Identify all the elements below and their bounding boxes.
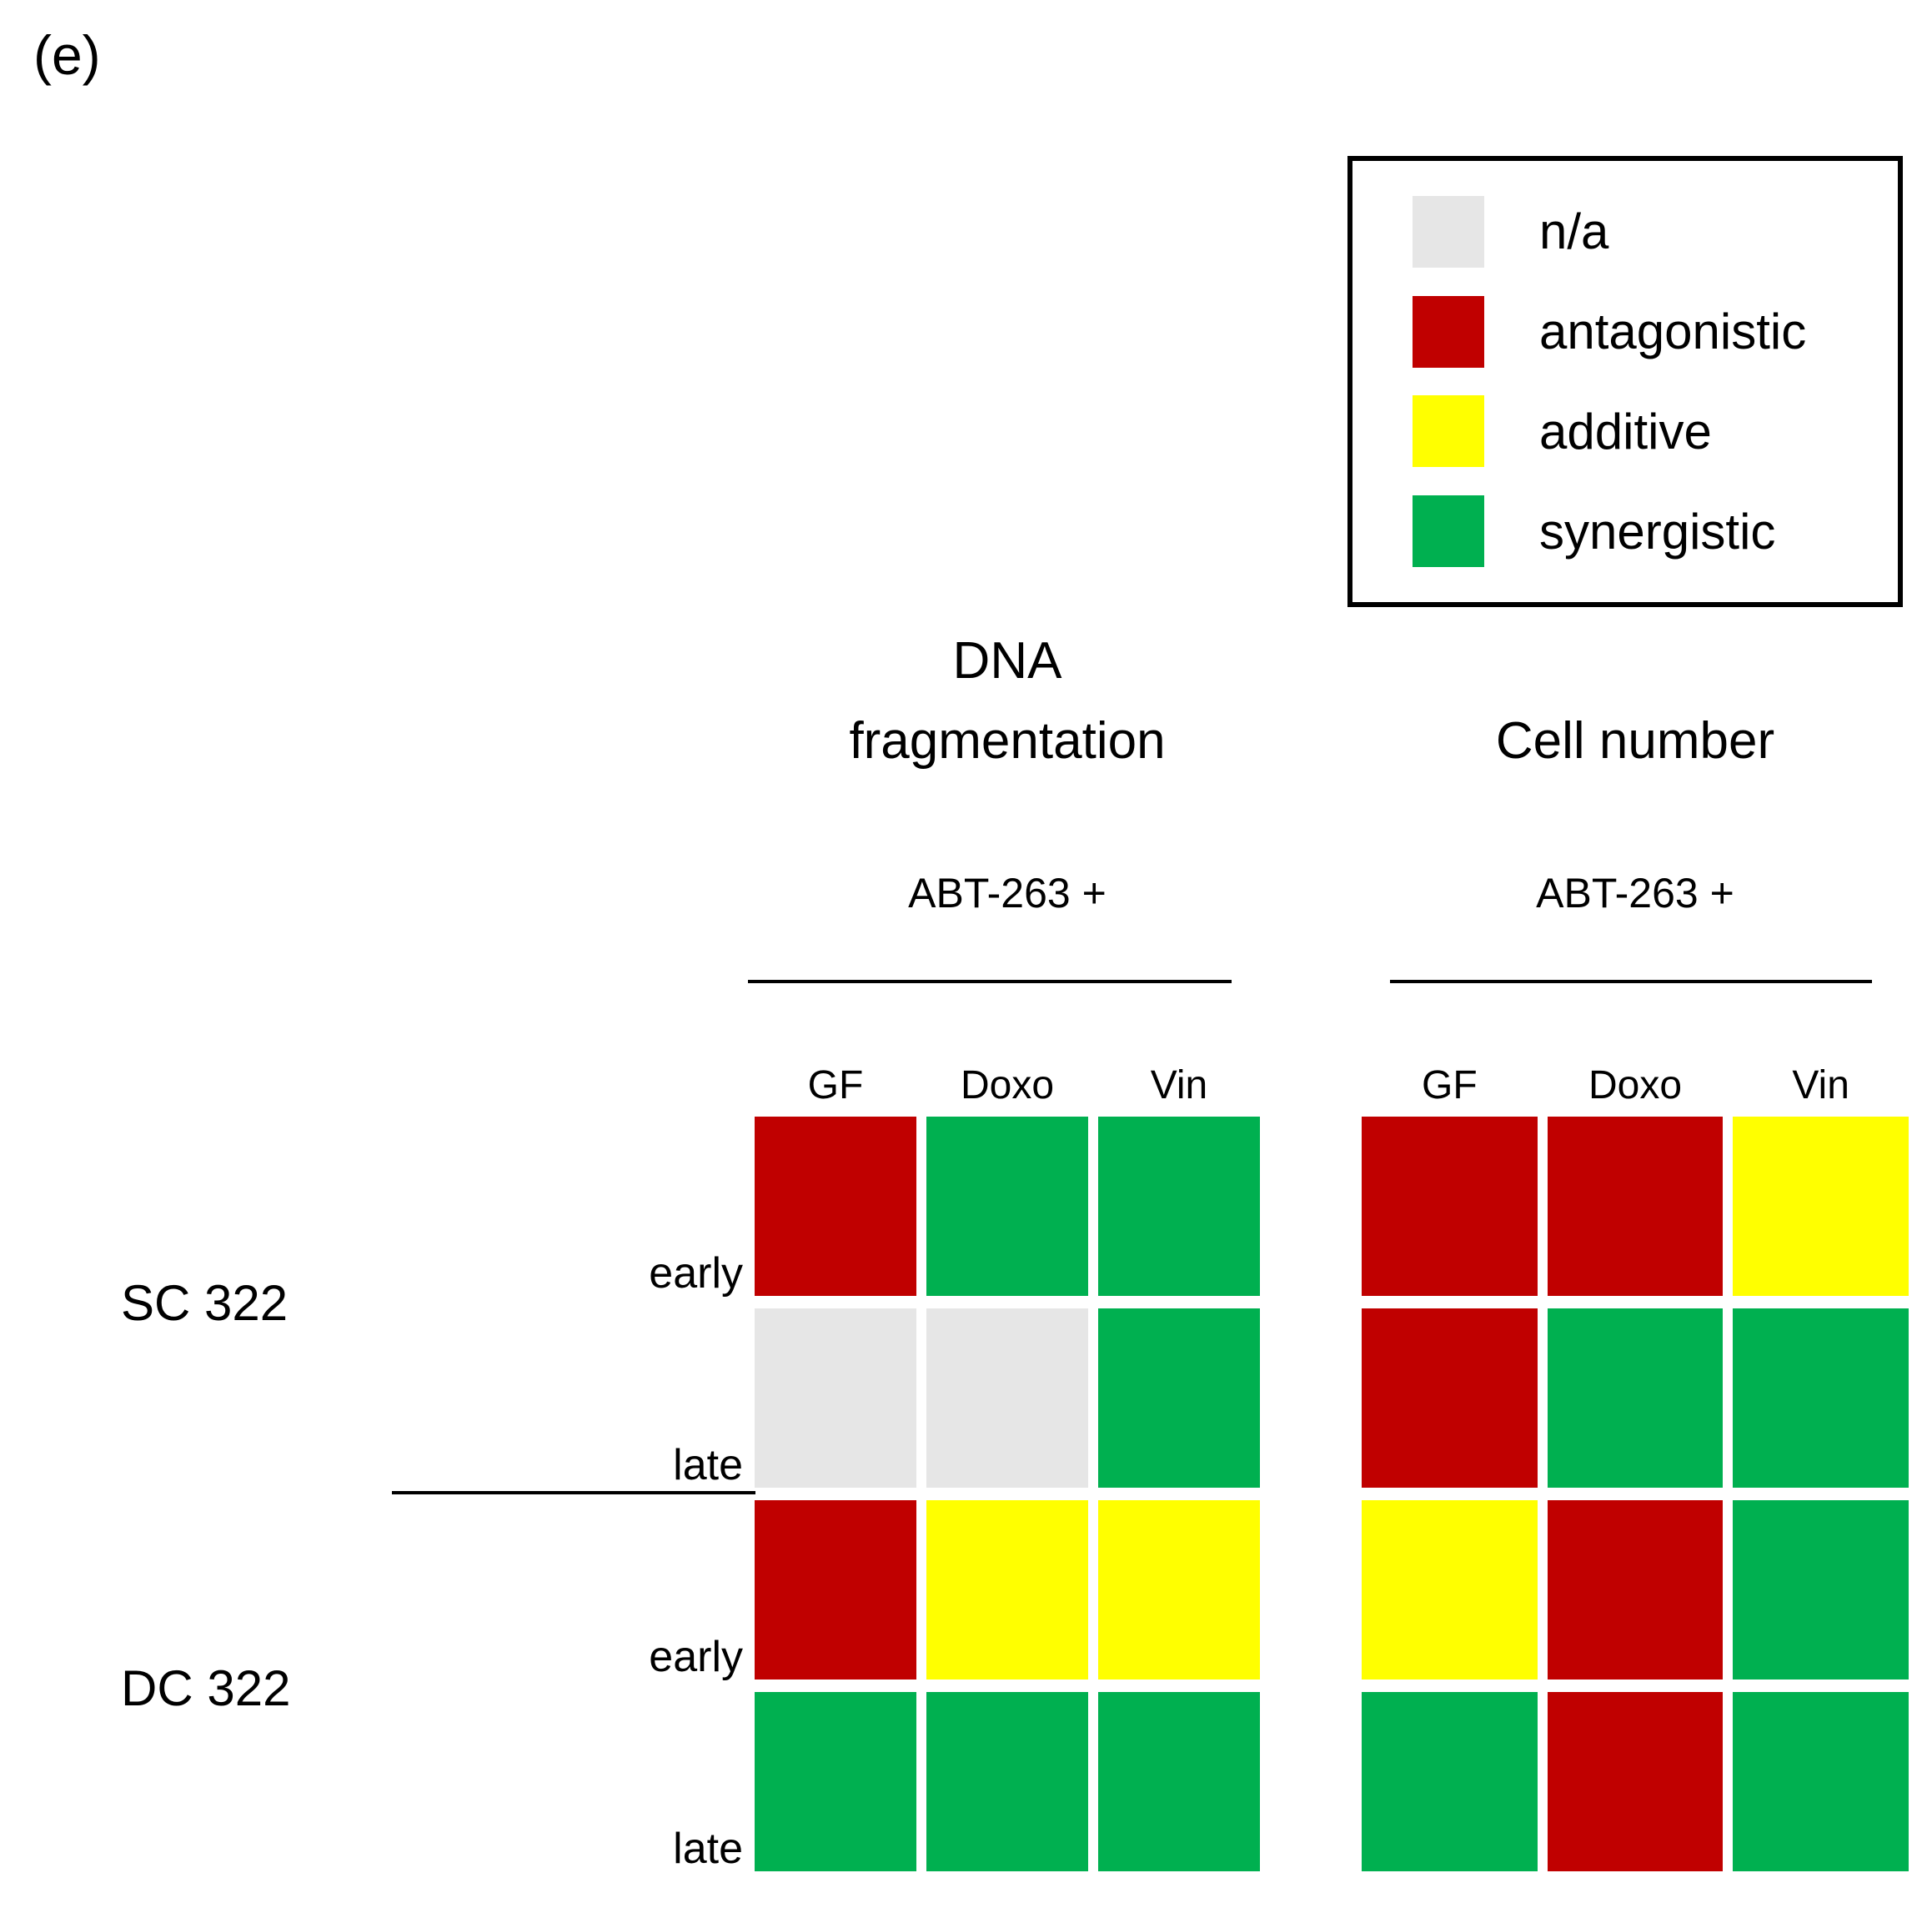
- heatmap-cell: [1362, 1308, 1538, 1488]
- heatmap-cell: [1098, 1308, 1260, 1488]
- legend-swatch-antagonistic: [1413, 295, 1484, 368]
- heatmap-cell: [755, 1500, 916, 1680]
- column-headers-dna: GF Doxo Vin: [755, 1037, 1260, 1112]
- column-header-doxo: Doxo: [1588, 1063, 1683, 1107]
- row-label-late: late: [673, 1440, 743, 1489]
- heatmap-cell: [1547, 1308, 1724, 1488]
- heatmap-cell: [1362, 1692, 1538, 1871]
- row-labels: early late early late: [334, 1117, 755, 1871]
- legend-item-antagonistic: antagonistic: [1413, 295, 1898, 368]
- heatmap-cell: [1733, 1500, 1909, 1680]
- subtitle-abt263-dna: ABT-263 +: [908, 870, 1107, 916]
- heatmap-dna-fragmentation: [755, 1117, 1260, 1871]
- heatmap-cell: [1362, 1500, 1538, 1680]
- column-header-vin: Vin: [1150, 1063, 1208, 1107]
- legend-item-additive: additive: [1413, 395, 1898, 468]
- column-header-gf: GF: [1422, 1063, 1478, 1107]
- heatmap-cell: [926, 1692, 1088, 1871]
- legend-swatch-additive: [1413, 395, 1484, 468]
- heatmap-cell: [1362, 1117, 1538, 1296]
- column-headers-cell: GF Doxo Vin: [1362, 1037, 1909, 1112]
- heatmap-cell: [755, 1117, 916, 1296]
- row-label-early: early: [649, 1248, 743, 1298]
- panel-title-cell-number: Cell number: [1495, 712, 1775, 770]
- panel-label: (e): [33, 24, 101, 86]
- legend-swatch-na: [1413, 195, 1484, 268]
- column-header-gf: GF: [807, 1063, 864, 1107]
- group-label-dc322: DC 322: [121, 1660, 291, 1716]
- heatmap-cell: [1098, 1117, 1260, 1296]
- heatmap-cell: [1547, 1692, 1724, 1871]
- heatmap-cell: [1098, 1500, 1260, 1680]
- row-label-late: late: [673, 1824, 743, 1873]
- legend-label: additive: [1539, 403, 1712, 459]
- legend-label: antagonistic: [1539, 304, 1807, 360]
- group-separator-line: [392, 1491, 755, 1494]
- title-line: fragmentation: [849, 712, 1166, 770]
- heatmap-cell: [1547, 1500, 1724, 1680]
- heatmap-cell: [1547, 1117, 1724, 1296]
- legend: n/a antagonistic additive synergistic: [1347, 156, 1903, 607]
- heatmap-cell: [1098, 1692, 1260, 1871]
- column-header-vin: Vin: [1792, 1063, 1849, 1107]
- legend-item-na: n/a: [1413, 195, 1898, 268]
- heatmap-cell: [1733, 1117, 1909, 1296]
- legend-swatch-synergistic: [1413, 495, 1484, 568]
- heatmap-cell: [755, 1308, 916, 1488]
- legend-item-synergistic: synergistic: [1413, 495, 1898, 568]
- heatmap-cell: [926, 1308, 1088, 1488]
- heatmap-cell: [755, 1692, 916, 1871]
- heatmap-cell-number: [1362, 1117, 1909, 1871]
- heatmap-cell: [1733, 1308, 1909, 1488]
- subtitle-underline-cell: [1390, 980, 1872, 983]
- heatmap-cell: [926, 1117, 1088, 1296]
- legend-label: n/a: [1539, 203, 1609, 260]
- panel-title-dna-fragmentation: DNA fragmentation: [755, 621, 1260, 781]
- subtitle-abt263-cell: ABT-263 +: [1536, 870, 1734, 916]
- column-header-doxo: Doxo: [960, 1063, 1055, 1107]
- title-line: DNA: [952, 632, 1062, 690]
- heatmap-cell: [1733, 1692, 1909, 1871]
- group-label-sc322: SC 322: [121, 1275, 289, 1331]
- legend-label: synergistic: [1539, 503, 1776, 560]
- heatmap-cell: [926, 1500, 1088, 1680]
- row-label-early: early: [649, 1632, 743, 1681]
- subtitle-underline-dna: [748, 980, 1232, 983]
